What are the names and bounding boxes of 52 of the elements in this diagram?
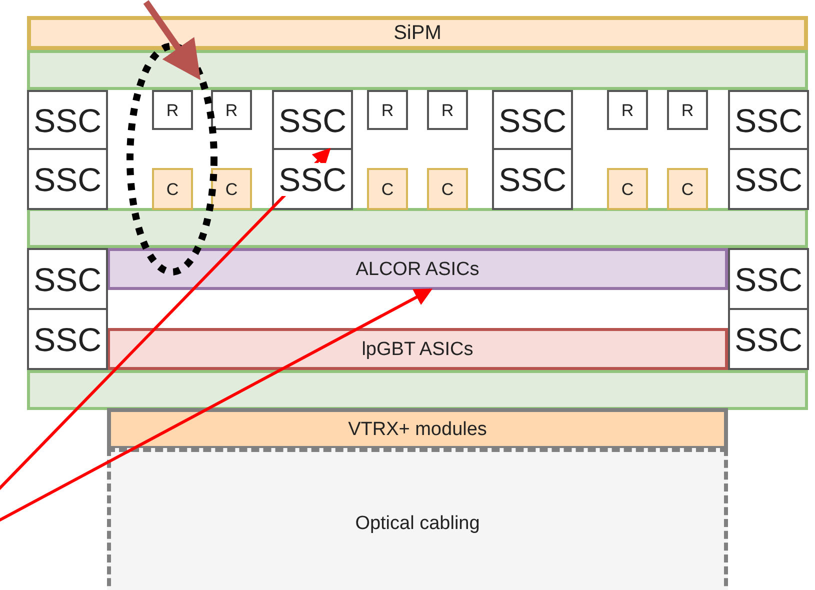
capacitor-label: C	[380, 180, 395, 198]
board-band	[27, 370, 808, 410]
resistor-label: R	[680, 102, 695, 118]
ssc-block	[728, 308, 809, 370]
resistor-pad	[152, 90, 193, 130]
capacitor-pad	[427, 168, 468, 210]
cabling-area	[107, 448, 728, 590]
resistor-pad	[211, 90, 252, 130]
ssc-block	[27, 248, 108, 310]
ssc-block	[27, 148, 108, 210]
resistor-label: R	[380, 102, 395, 118]
ssc-block	[272, 148, 353, 210]
ssc-block	[492, 90, 573, 150]
resistor-pad	[367, 90, 408, 130]
resistor-pad	[607, 90, 648, 130]
board-band	[27, 50, 808, 90]
capacitor-pad	[667, 168, 708, 210]
board-band	[27, 208, 808, 248]
ssc-label: SSC	[278, 162, 348, 196]
module-label: VTRX+ modules	[347, 420, 488, 438]
cabling-label: Optical cabling	[354, 514, 481, 532]
capacitor-pad	[367, 168, 408, 210]
ssc-block	[728, 148, 809, 210]
arrow	[143, 0, 201, 80]
ssc-block	[272, 90, 353, 150]
capacitor-label: C	[165, 180, 180, 198]
resistor-label: R	[224, 102, 239, 118]
asic-bar	[107, 328, 728, 370]
ssc-block	[27, 308, 108, 370]
capacitor-label: C	[680, 180, 695, 198]
capacitor-pad	[152, 168, 193, 210]
module-bar	[107, 408, 728, 450]
ssc-block	[492, 148, 573, 210]
resistor-pad	[427, 90, 468, 130]
resistor-label: R	[165, 102, 180, 118]
capacitor-pad	[211, 168, 252, 210]
resistor-label: R	[440, 102, 455, 118]
arrow	[0, 288, 433, 522]
capacitor-label: C	[440, 180, 455, 198]
sensor-bar	[27, 16, 808, 50]
arrow	[0, 148, 331, 492]
resistor-pad	[667, 90, 708, 130]
asic-bar	[107, 248, 728, 290]
capacitor-pad	[607, 168, 648, 210]
capacitor-label: C	[620, 180, 635, 198]
ssc-block	[728, 248, 809, 310]
resistor-label: R	[620, 102, 635, 118]
ssc-block	[728, 90, 809, 150]
asic-label: lpGBT ASICs	[360, 340, 474, 358]
ssc-block	[27, 90, 108, 150]
asic-label: ALCOR ASICs	[354, 260, 480, 278]
capacitor-label: C	[224, 180, 239, 198]
